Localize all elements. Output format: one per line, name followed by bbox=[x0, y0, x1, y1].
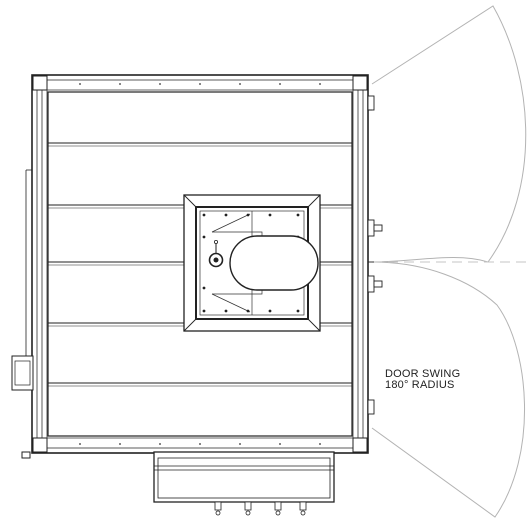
left-mount-tab bbox=[21, 451, 31, 459]
hinge-upper-mid bbox=[367, 219, 375, 237]
left-side-attachments bbox=[11, 169, 34, 459]
door-swing-label: DOOR SWING bbox=[385, 368, 461, 380]
rail-fasteners bbox=[79, 83, 321, 445]
bottom-equipment-base bbox=[153, 451, 335, 516]
exhaust-oval-opening bbox=[229, 235, 319, 291]
corner-post-top-right bbox=[352, 75, 368, 91]
base-box-outer bbox=[153, 451, 335, 503]
door-swing-note: DOOR SWING 180° RADIUS bbox=[385, 369, 460, 391]
door-swing-radius-label: 180° RADIUS bbox=[385, 379, 455, 391]
hinge-top bbox=[367, 95, 375, 111]
lower-door-swing-arc bbox=[371, 261, 525, 518]
corner-post-bottom-left bbox=[32, 437, 48, 453]
roof-hatch bbox=[183, 194, 321, 332]
hinge-lower-mid bbox=[367, 275, 375, 293]
roof-panel-field bbox=[47, 91, 353, 437]
right-side-hardware bbox=[367, 95, 383, 415]
housing-inner-frame bbox=[36, 79, 364, 449]
handle-upper bbox=[373, 224, 383, 232]
corner-post-bottom-right bbox=[352, 437, 368, 453]
corner-post-top-left bbox=[32, 75, 48, 91]
door-swing-arcs bbox=[371, 5, 529, 518]
upper-door-swing-arc bbox=[371, 5, 527, 263]
hinge-bottom bbox=[367, 399, 375, 415]
left-junction-box bbox=[11, 355, 34, 391]
handle-lower bbox=[373, 280, 383, 288]
